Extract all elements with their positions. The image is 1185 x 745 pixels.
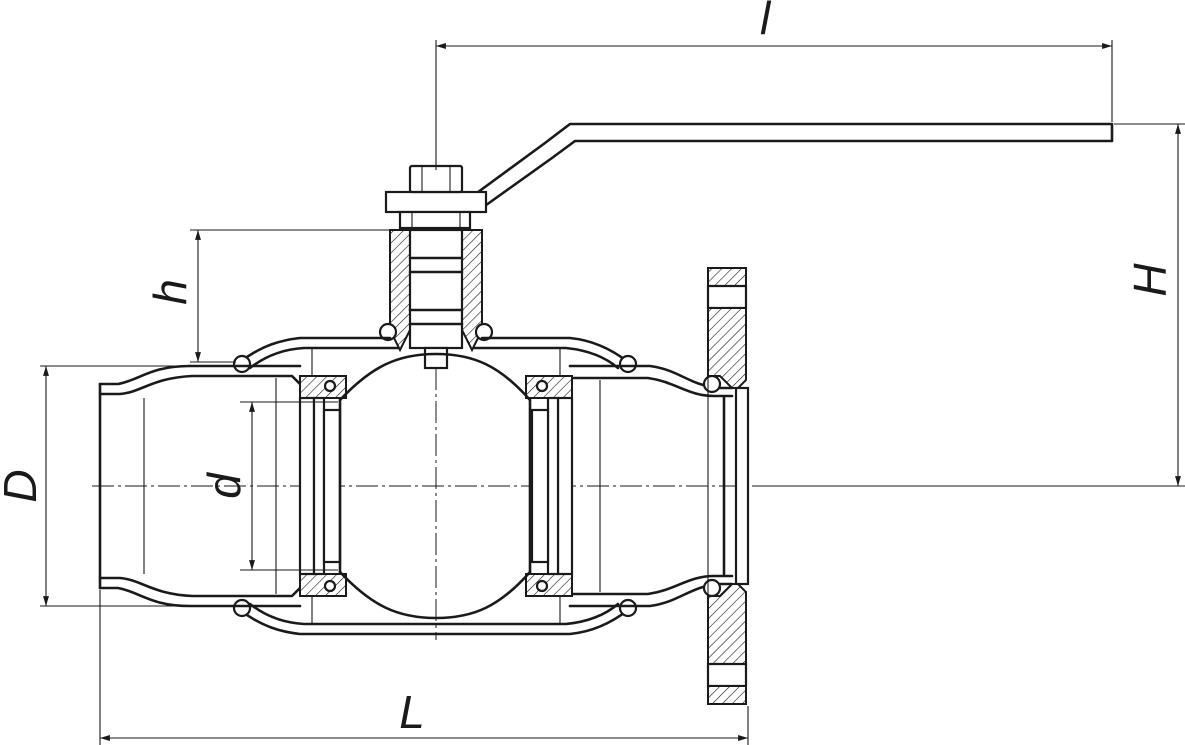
right-seat: [525, 375, 574, 597]
label-height: H: [1124, 263, 1176, 297]
valve-body: [232, 336, 638, 636]
handle: [384, 122, 1114, 214]
label-length: L: [399, 686, 425, 738]
ball: [338, 352, 532, 620]
label-bore-diameter: d: [198, 472, 250, 499]
left-seat: [298, 375, 347, 597]
label-outer-diameter: D: [0, 469, 46, 502]
dimension-lines: [40, 40, 1185, 745]
label-stem-height: h: [144, 279, 196, 305]
label-handle-length: l: [760, 0, 772, 44]
stem-neck: [378, 228, 494, 370]
flange: [706, 267, 750, 705]
